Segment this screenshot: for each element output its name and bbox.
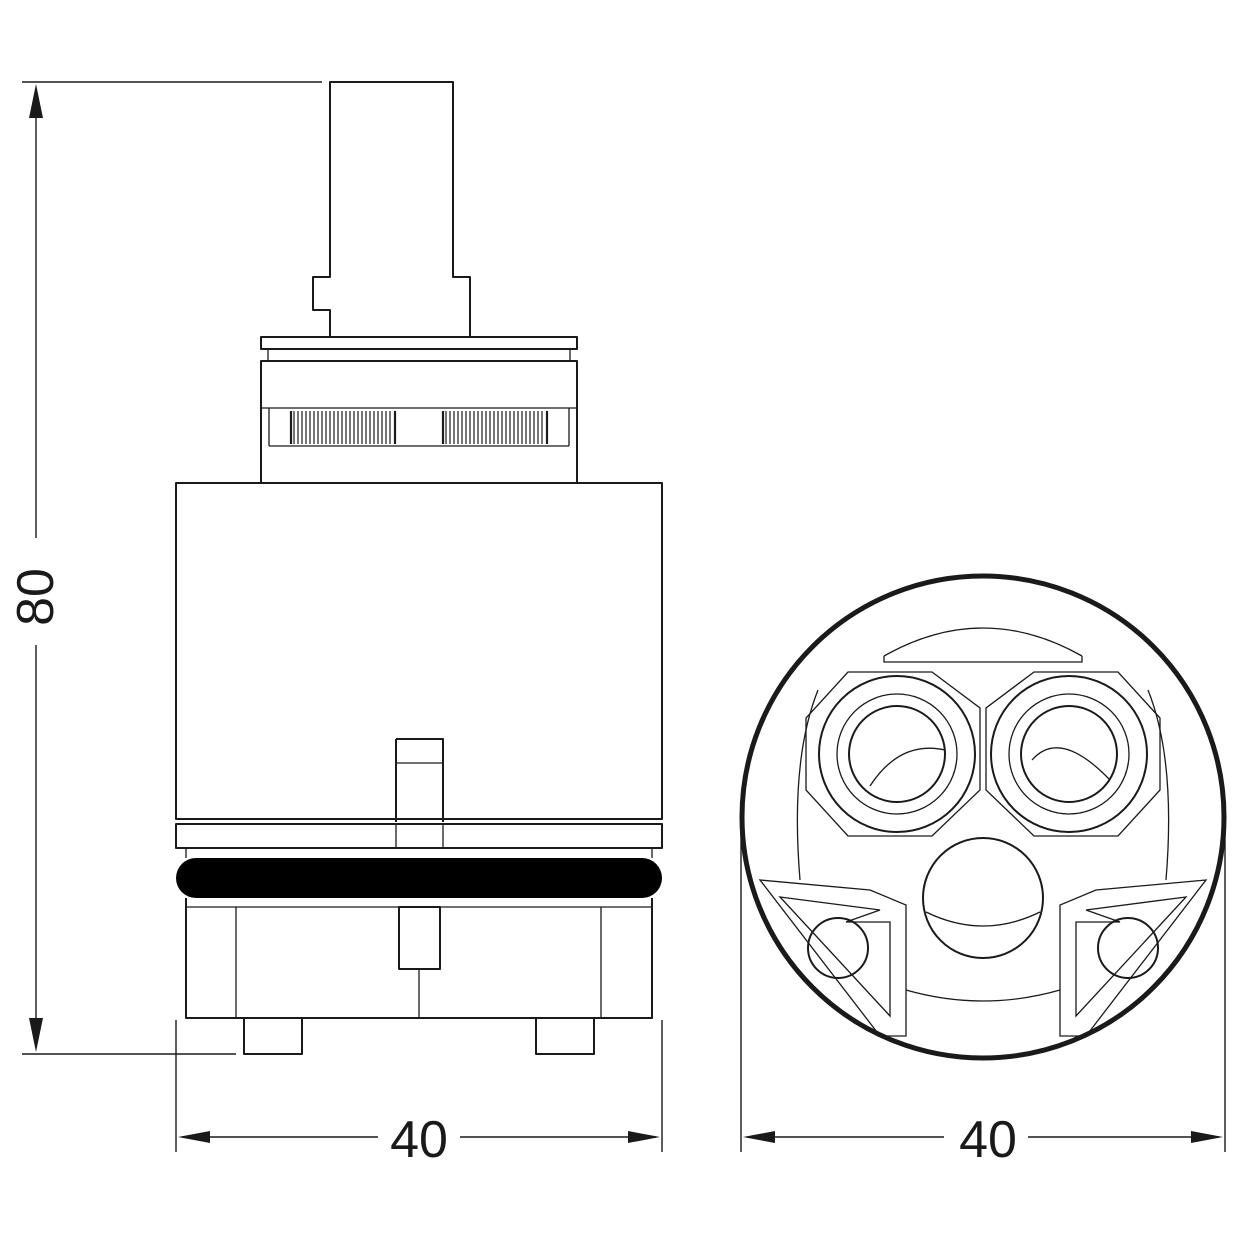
arrow-left	[743, 1131, 775, 1143]
arrow-right	[628, 1131, 660, 1143]
height-dimension: 80	[7, 81, 322, 1055]
main-body	[175, 482, 663, 820]
key-slot	[395, 738, 444, 822]
height-label: 80	[7, 568, 65, 626]
knurl-left	[289, 411, 397, 444]
port-center	[922, 837, 1044, 959]
arrow-left	[178, 1131, 210, 1143]
arrow-right	[1191, 1131, 1223, 1143]
knurl-right	[441, 411, 549, 444]
ring-band	[175, 823, 663, 849]
foot-right	[535, 1017, 595, 1055]
lug-left	[758, 879, 907, 1037]
bottom-view	[739, 573, 1227, 1061]
o-ring	[176, 858, 662, 898]
lug-right	[1059, 879, 1208, 1037]
collar-plate	[260, 336, 578, 350]
side-width-label: 40	[390, 1111, 448, 1169]
side-width-dimension: 40	[175, 1020, 663, 1169]
foot-left	[243, 1017, 303, 1055]
base-key	[398, 906, 441, 970]
bottom-width-dimension: 40	[740, 820, 1226, 1169]
side-view	[175, 81, 663, 1055]
bottom-width-label: 40	[959, 1111, 1017, 1169]
stem	[312, 81, 471, 338]
arrow-down	[29, 1018, 43, 1052]
port-left	[805, 671, 981, 837]
outer-rim	[739, 573, 1227, 1061]
arrow-up	[29, 84, 43, 118]
port-right	[985, 671, 1161, 837]
